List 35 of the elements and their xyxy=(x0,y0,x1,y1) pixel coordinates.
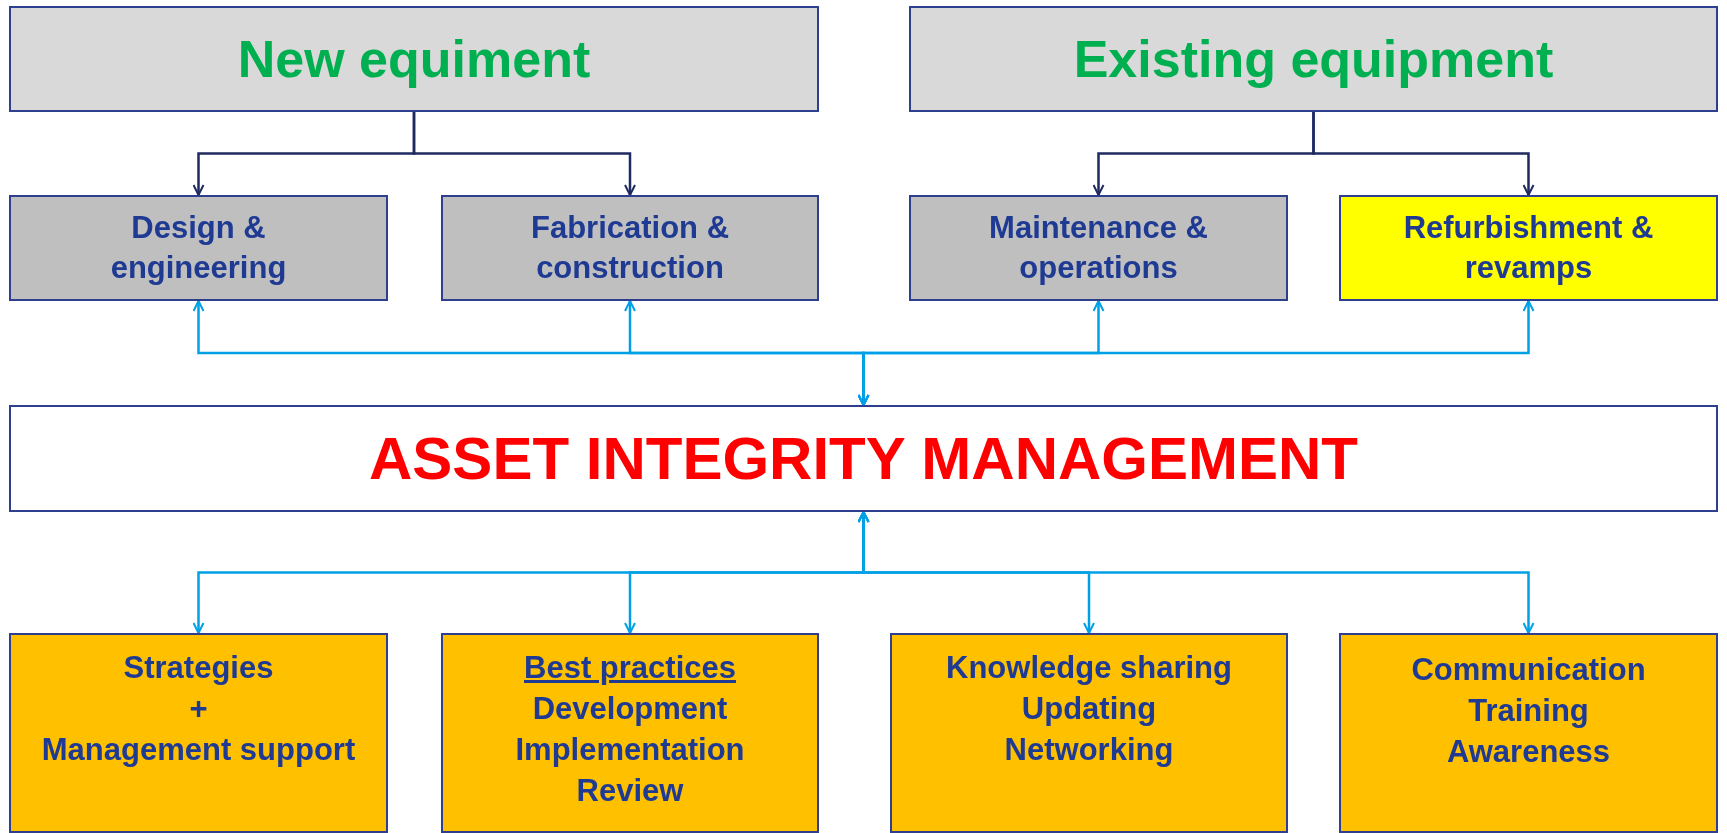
box-text: Implementation xyxy=(515,731,745,769)
box-text: Review xyxy=(576,772,684,810)
box-text: Training xyxy=(1468,692,1589,730)
process-box xyxy=(9,195,388,301)
central-box xyxy=(9,405,1718,512)
box-text: Maintenance & operations xyxy=(988,209,1209,287)
box-text: Knowledge sharing xyxy=(946,649,1232,687)
box-text: Management support xyxy=(41,731,356,769)
box-text: Development xyxy=(532,690,728,728)
box-text: Design & engineering xyxy=(109,209,288,287)
box-text: Updating xyxy=(1021,690,1157,728)
box-text: Fabrication & construction xyxy=(529,209,731,287)
box-text: Strategies xyxy=(123,649,274,687)
connector-arrow xyxy=(412,112,636,196)
box-text: ASSET INTEGRITY MANAGEMENT xyxy=(369,423,1358,494)
process-box xyxy=(441,195,819,301)
process-box xyxy=(1339,195,1718,301)
box-text: New equiment xyxy=(237,29,591,90)
process-box xyxy=(909,195,1288,301)
category-header-box xyxy=(909,6,1718,112)
box-text: Existing equipment xyxy=(1073,29,1554,90)
heading-text: Best practices xyxy=(524,649,736,687)
activity-box xyxy=(890,633,1288,833)
box-text: Communication xyxy=(1411,651,1646,689)
box-text: + xyxy=(189,690,208,728)
box-text: Networking xyxy=(1004,731,1174,769)
activity-box xyxy=(1339,633,1718,833)
category-header-box xyxy=(9,6,819,112)
connector-arrow xyxy=(857,300,1535,406)
activity-box xyxy=(441,633,819,833)
box-text: Refurbishment & revamps xyxy=(1402,209,1655,287)
connector-arrow xyxy=(857,511,1535,634)
connector-arrow xyxy=(1312,112,1535,196)
activity-box xyxy=(9,633,388,833)
box-text: Awareness xyxy=(1446,733,1611,771)
